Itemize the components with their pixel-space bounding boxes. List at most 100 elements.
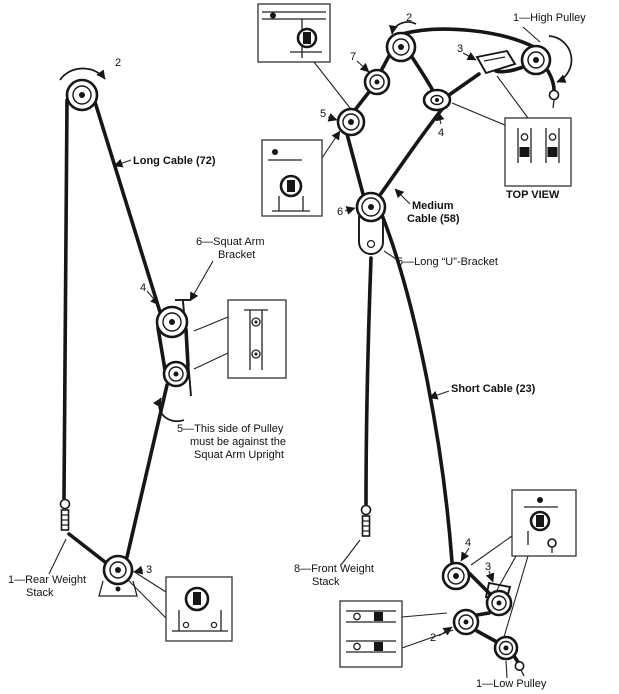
leader-high-pulley (522, 26, 541, 43)
leader-num4-top (435, 111, 445, 125)
bolt-icon (272, 149, 278, 155)
leader-squat-arm-bracket (189, 260, 214, 302)
rear-cable-eyelet-connector (59, 498, 71, 531)
pulley-groove (527, 51, 545, 69)
strand-disc-to-bracket3 (447, 72, 481, 97)
leader-front-weight (340, 539, 361, 566)
label-num3-bottom: 3 (485, 561, 491, 573)
long-u-bracket-icon (358, 216, 384, 255)
strand-low-to-ball (512, 654, 520, 664)
u-bracket-outline (358, 216, 384, 255)
bracket-rail (524, 506, 558, 545)
pulley-groove (498, 640, 514, 656)
top-pulley-2-icon (385, 31, 417, 63)
pulley-groove (72, 85, 92, 105)
pulley-groove (361, 197, 381, 217)
bottom-pulley-2-icon (452, 608, 480, 636)
leader-num7 (356, 60, 370, 73)
rear-bottom-pulley-icon (102, 554, 134, 586)
squat-bracket-inset-box (227, 299, 287, 379)
strand-p5-to-p6 (345, 132, 365, 196)
curved-arrow-num5-left (152, 397, 185, 423)
rear-pulley-inset-box (165, 576, 233, 642)
mount-bracket (172, 610, 228, 632)
pulley-hub (398, 44, 404, 50)
label-note-1: 5—This side of Pulley (177, 423, 284, 435)
label-short-cable: Short Cable (23) (451, 383, 536, 395)
inset-frame (257, 3, 331, 63)
strand-p7-to-p5 (353, 90, 371, 112)
long-cable-front-strand (364, 256, 373, 506)
leader-bm-inset-1 (401, 612, 448, 618)
leader-br-inset-2 (496, 555, 517, 591)
pulley-groove (168, 366, 184, 382)
clamp-rails (346, 640, 396, 653)
label-squat-arm-1: 6—Squat Arm (196, 236, 264, 248)
cable-ball-end-top (548, 89, 560, 109)
label-num2-left: 2 (115, 57, 121, 69)
ball-end-icon (548, 89, 560, 101)
u-bracket-bolt (366, 239, 376, 249)
pulley-slot (536, 515, 544, 527)
pulley-hub (115, 567, 121, 573)
rotation-arrow-icon (388, 21, 417, 35)
bolt-icon (353, 612, 361, 621)
strand-p2-to-low (475, 629, 499, 644)
inset-frame (504, 117, 572, 187)
medium-cable-top-strand (400, 27, 536, 49)
label-num4-top: 4 (438, 127, 444, 139)
label-num2-top: 2 (406, 12, 412, 24)
clamp-block (374, 612, 383, 621)
pulley-groove (369, 74, 385, 90)
bottom-right-assembly: Short Cable (23) 8—Front Weight Stack 4 … (294, 383, 577, 690)
strand-pright-to-p2 (475, 611, 491, 617)
leader-br-inset-3 (503, 555, 529, 638)
leader-topview-2 (451, 102, 513, 129)
pulley-hub (374, 79, 380, 85)
leader-num3-bottom (485, 570, 495, 583)
label-num6: 6 (337, 206, 343, 218)
bolt-icon (520, 133, 529, 141)
leader-u-bracket (383, 250, 397, 260)
leader-short-cable (428, 390, 450, 400)
stud-threads (362, 520, 370, 532)
label-rear-weight-2: Stack (26, 587, 54, 599)
pulley-7-icon (363, 68, 391, 96)
long-cable-left-strand (62, 98, 69, 500)
pulley-groove (162, 312, 182, 332)
label-top-view: TOP VIEW (506, 189, 560, 201)
pulley-hub (348, 119, 354, 125)
label-num4-bottom: 4 (465, 537, 471, 549)
bottom-pulley-right-icon (485, 589, 513, 617)
label-num3-left: 3 (146, 564, 152, 576)
high-pulley-icon (520, 44, 552, 76)
bolt-icon (251, 317, 261, 327)
bracket-strap (545, 128, 560, 163)
pulley-groove (447, 567, 465, 585)
frame-rails (262, 11, 326, 58)
bolt-hub (254, 320, 258, 324)
leader-num3-top (462, 52, 477, 61)
top-disc-part4-icon (422, 88, 452, 112)
strand-p6-to-disc (378, 106, 445, 197)
label-long-cable: Long Cable (72) (133, 155, 216, 167)
label-num7: 7 (350, 51, 356, 63)
eyelet-icon (59, 498, 71, 510)
label-low-pulley: 1—Low Pulley (476, 678, 547, 690)
clamp-block (374, 642, 383, 651)
pulley-6-icon (355, 191, 387, 223)
pulley-slot (193, 592, 201, 605)
pulley-hub (169, 319, 175, 325)
label-num5-top: 5 (320, 108, 326, 120)
bolt-icon (353, 642, 361, 651)
pulley-slot (287, 180, 295, 192)
strand-p2-to-disc (410, 55, 435, 93)
pulley-hub (453, 573, 459, 579)
label-rear-weight-1: 1—Rear Weight (8, 574, 86, 586)
label-high-pulley: 1—High Pulley (513, 12, 586, 24)
pulley-hub (533, 57, 539, 63)
squat-belt-left (156, 326, 167, 372)
top-mount-inset-box (257, 3, 331, 63)
inset-frame (227, 299, 287, 379)
